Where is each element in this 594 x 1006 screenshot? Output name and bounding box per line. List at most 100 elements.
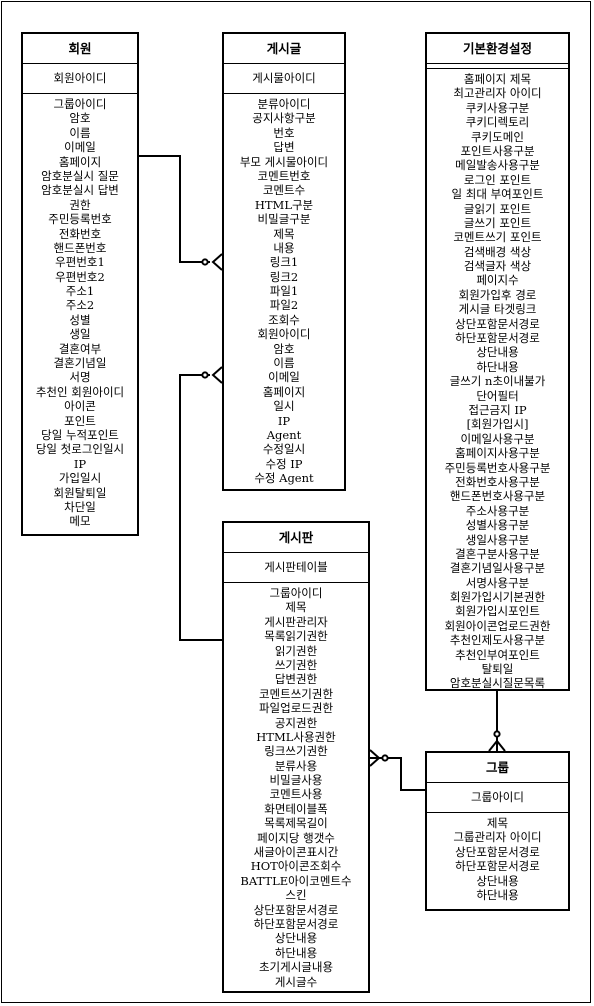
entity-attribute: 암호 <box>273 341 295 356</box>
entity-attribute: 수정 Agent <box>254 471 314 486</box>
entity-attribute: 암호분실시 답변 <box>41 183 119 198</box>
entity-attribute: 링크쓰기권한 <box>264 744 328 759</box>
entity-attribute: 쿠키디렉토리 <box>465 115 530 130</box>
entity-attribute: 제목 <box>273 226 295 241</box>
entity-attribute: 읽기권한 <box>274 643 318 658</box>
crows-foot <box>488 739 506 752</box>
entity-attribute: 차단일 <box>64 499 96 514</box>
entity-attribute: 메모 <box>69 514 91 529</box>
entity-attribute: 그룹관리자 아이디 <box>453 830 542 845</box>
entity-attribute: 하단포함문서경로 <box>455 331 540 346</box>
entity-attribute: 글쓰기 포인트 <box>463 215 532 230</box>
entity-attribute: 게시판관리자 <box>264 614 328 629</box>
entity-attribute: 주소2 <box>65 298 95 313</box>
entity-attribute: 하단포함문서경로 <box>455 859 540 874</box>
entity-attribute: 그룹아이디 <box>269 586 323 600</box>
entity-attribute: 이메일 <box>64 140 96 155</box>
entity-attribute: 이름 <box>273 356 295 371</box>
entity-attribute: 홈페이지 <box>262 384 306 399</box>
entity-attribute: 목록읽기권한 <box>264 629 328 644</box>
entity-attribute: 최고관리자 아이디 <box>453 86 542 101</box>
entity-attribute: 회원아이콘업로드권한 <box>444 618 551 633</box>
entity-attribute: 추천인부여포인트 <box>455 647 540 662</box>
entity-title: 회원 <box>23 34 137 64</box>
entity-attribute: 접근금지 IP <box>468 402 527 417</box>
entity-attribute: 글쓰기 n초이내불가 <box>449 374 546 389</box>
entity-primary-key <box>427 64 568 69</box>
entity-attribute: 비밀글사용 <box>269 773 323 788</box>
entity-attribute: 글읽기 포인트 <box>463 201 532 216</box>
entity-attribute: 추천인 회원아이디 <box>35 384 125 399</box>
entity-attribute: 성별사용구분 <box>465 518 530 533</box>
entity-attribute: 분류사용 <box>274 758 318 773</box>
entity-attribute: 게시글 타겟링크 <box>458 302 537 317</box>
entity-attribute: 공지사항구분 <box>252 111 316 126</box>
entity-attribute: 제목 <box>486 816 509 830</box>
entity-attribute: 분류아이디 <box>257 97 311 111</box>
entity-attribute: 결혼기념일사용구분 <box>449 561 546 576</box>
entity-attribute: 파일1 <box>269 284 299 299</box>
entity-attribute: 코멘트쓰기 포인트 <box>453 230 542 245</box>
entity-attribute: 상단내용 <box>274 931 318 946</box>
entity-attribute: 핸드폰번호 <box>53 240 107 255</box>
entity-attribute: 상단포함문서경로 <box>253 902 339 917</box>
entity-attribute: 하단포함문서경로 <box>253 916 339 931</box>
entity-attribute: 검색배경 색상 <box>463 244 532 259</box>
crows-foot <box>211 253 223 271</box>
entity-attribute: 답변 <box>273 140 295 155</box>
entity-attribute: 우편번호2 <box>55 269 105 284</box>
entity-title: 게시판 <box>224 523 368 553</box>
entity-attribute: 하단내용 <box>274 945 318 960</box>
entity-attribute: 쿠키사용구분 <box>465 100 530 115</box>
entity-attribute: 추천인제도사용구분 <box>449 633 546 648</box>
entity-primary-key: 회원아이디 <box>23 64 137 94</box>
entity-attribute: 전화번호 <box>58 226 102 241</box>
entity-attribute: 가입일시 <box>58 471 102 486</box>
entity-attribute: 하단내용 <box>476 359 519 374</box>
entity-attribute: 수정 IP <box>265 456 303 471</box>
optional-marker <box>201 258 209 266</box>
entity-attribute: 화면테이블폭 <box>264 801 328 816</box>
crows-foot <box>369 749 381 767</box>
entity-attribute: 메일발송사용구분 <box>455 158 540 173</box>
entity-attribute: HTML사용권한 <box>256 729 336 744</box>
entity-attribute: 링크2 <box>269 269 299 284</box>
entity-attribute: 주민등록번호 <box>48 212 112 227</box>
entity-attribute: 일시 <box>273 399 295 414</box>
entity-attribute: 수정일시 <box>262 442 306 457</box>
entity-title: 기본환경설정 <box>427 34 568 64</box>
entity-attribute: 코멘트번호 <box>257 168 311 183</box>
entity-attribute: 코멘트쓰기권한 <box>258 686 334 701</box>
optional-marker <box>381 754 389 762</box>
entity-attribute: 초기게시글내용 <box>258 960 334 975</box>
entity-primary-key: 그룹아이디 <box>427 783 568 813</box>
entity-attribute: 암호 <box>69 111 91 126</box>
entity-attribute: 단어필터 <box>476 388 519 403</box>
entity-attribute: 포인트 <box>64 413 96 428</box>
entity-attribute: 쿠키도메인 <box>471 129 524 144</box>
relation-group-board <box>370 757 425 791</box>
entity-attribute: 핸드폰번호사용구분 <box>449 489 546 504</box>
entity-attribute: 스킨 <box>285 888 307 903</box>
entity-attribute: 게시글수 <box>274 974 318 989</box>
entity-attribute: HOT아이콘조회수 <box>250 859 342 874</box>
entity-attribute: 홈페이지 제목 <box>463 72 532 86</box>
entity-attribute: 부모 게시물아이디 <box>239 154 329 169</box>
relation-board-post <box>179 374 222 641</box>
entity-attribute: IP <box>73 456 87 471</box>
entity-attribute: 주소1 <box>65 284 95 299</box>
entity-attribute: 생일사용구분 <box>465 532 530 547</box>
entity-attribute: 결혼여부 <box>58 341 102 356</box>
entity-attribute: 페이지수 <box>476 273 519 288</box>
entity-attribute: 하단내용 <box>476 887 519 902</box>
